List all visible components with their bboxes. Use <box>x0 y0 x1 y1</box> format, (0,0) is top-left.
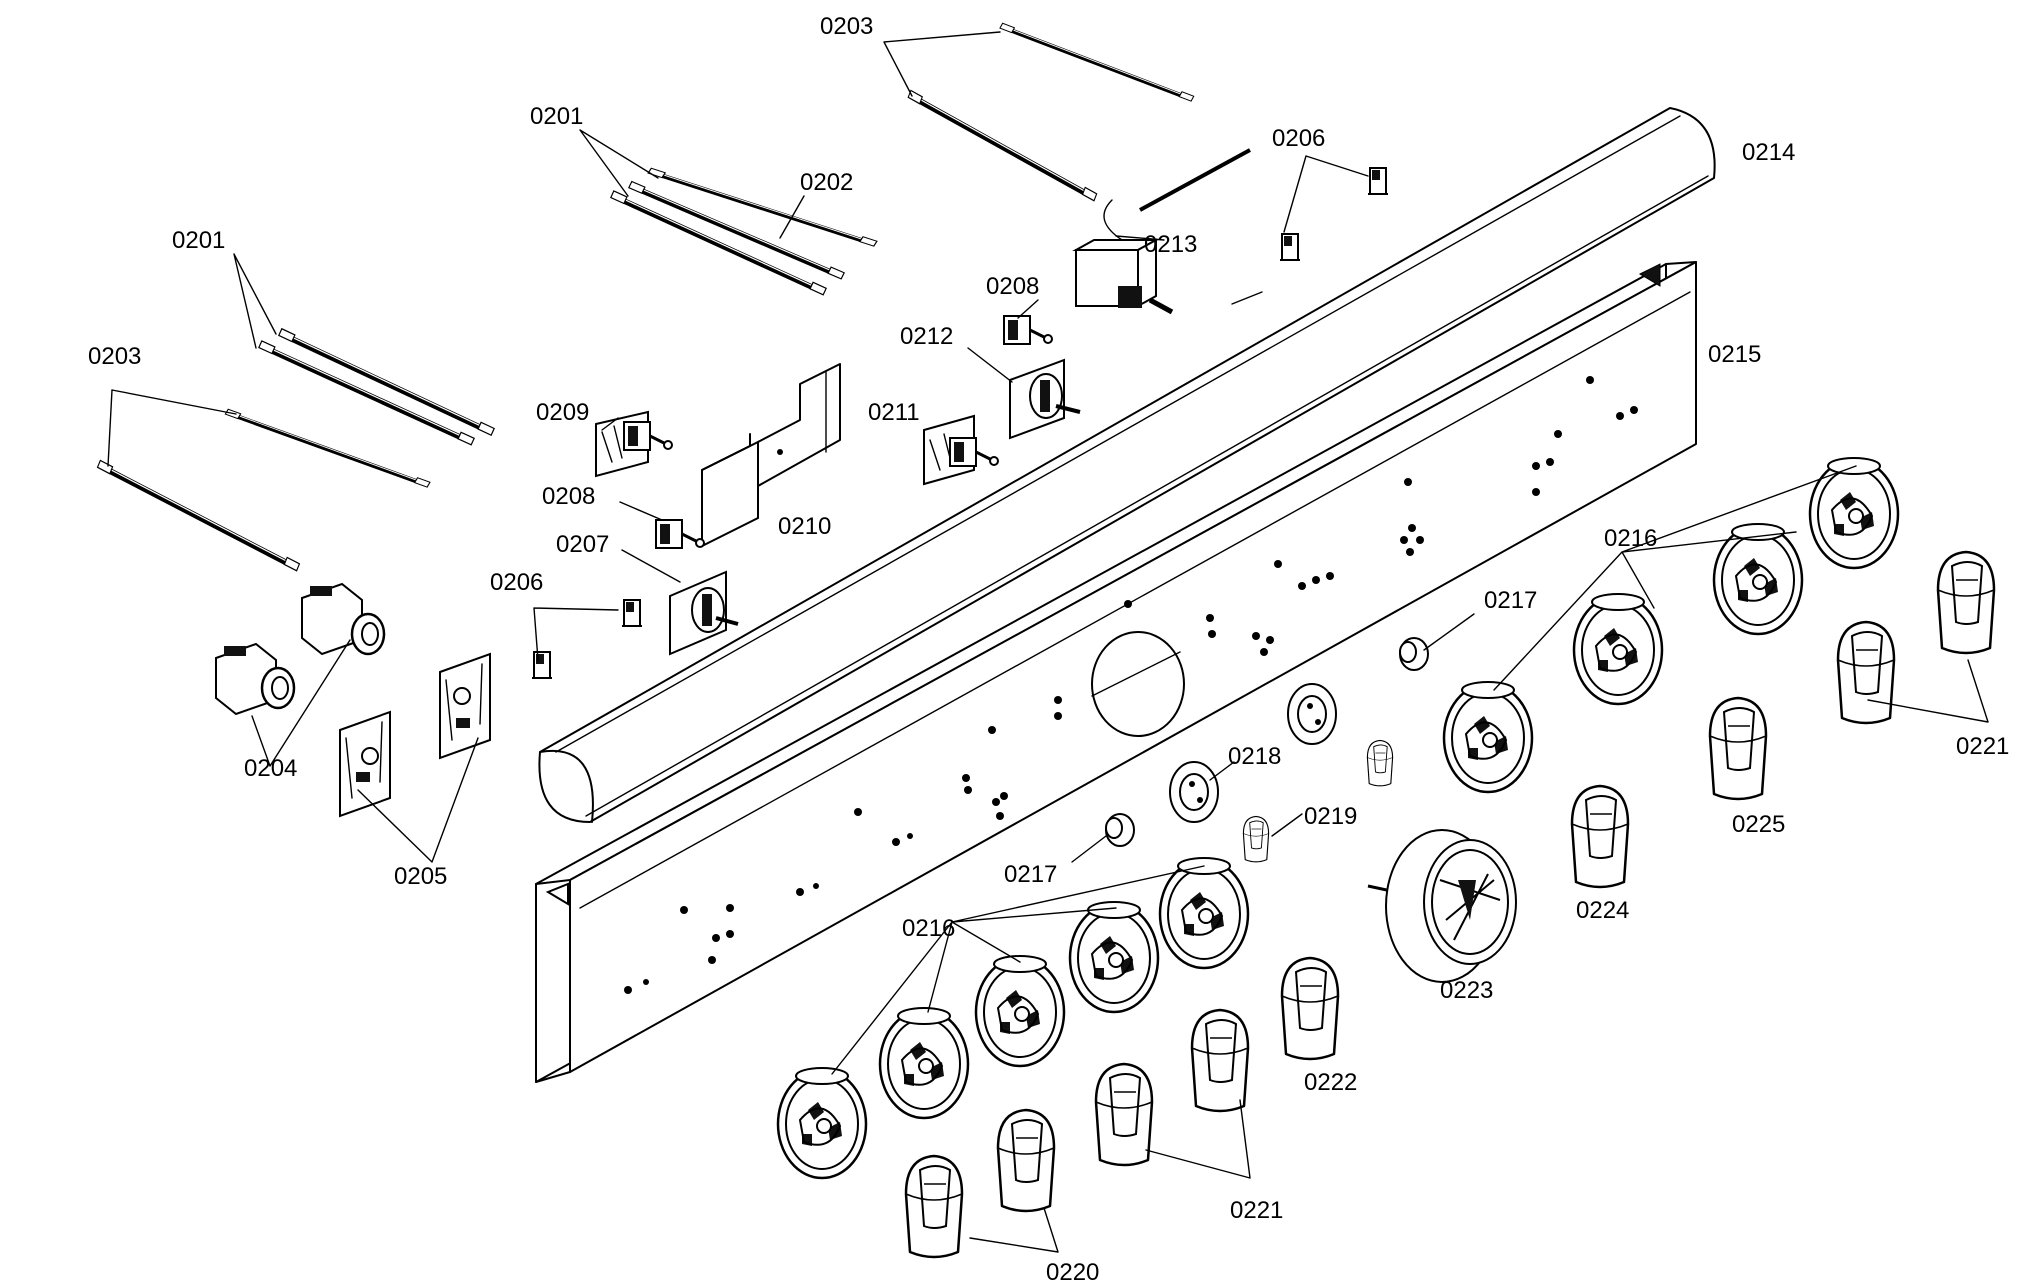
control-0212 <box>1009 358 1081 440</box>
knob-0224 <box>1570 784 1630 889</box>
bezel-0218-b <box>1169 761 1219 823</box>
knob-0221-lower-b <box>1094 1062 1154 1167</box>
label-0213: 0213 <box>1144 231 1197 258</box>
rod-0201-lower-b <box>259 341 474 445</box>
label-0201-left: 0201 <box>172 227 225 254</box>
trim-panel-0214 <box>538 107 1716 823</box>
rod-0203-lower-a <box>225 409 430 487</box>
label-0216-right: 0216 <box>1604 525 1657 552</box>
thermometer-0223 <box>1367 829 1517 983</box>
label-0210: 0210 <box>778 513 831 540</box>
rod-0201-upper-b <box>629 182 844 279</box>
label-0216-left: 0216 <box>902 915 955 942</box>
rod-0201-lower-a <box>279 329 494 435</box>
switch-0208-lower <box>654 518 706 550</box>
control-panel-0215 <box>535 261 1697 1083</box>
thermostat-0213 <box>1072 148 1251 315</box>
label-0223: 0223 <box>1440 977 1493 1004</box>
label-0221-right: 0221 <box>1956 733 2009 760</box>
label-0206-left: 0206 <box>490 569 543 596</box>
label-0211: 0211 <box>868 399 920 426</box>
label-0217-right: 0217 <box>1484 587 1537 614</box>
label-0208-top: 0208 <box>986 273 1039 300</box>
label-0218: 0218 <box>1228 743 1281 770</box>
bezel-0216-lower-2 <box>878 1006 970 1120</box>
label-0217-left: 0217 <box>1004 861 1057 888</box>
label-0205: 0205 <box>394 863 447 890</box>
control-board-0205-a <box>439 652 491 760</box>
label-0225: 0225 <box>1732 811 1785 838</box>
bezel-0216-lower-5 <box>1158 856 1250 970</box>
label-0220: 0220 <box>1046 1259 1099 1284</box>
label-0219: 0219 <box>1304 803 1357 830</box>
label-0209: 0209 <box>536 399 589 426</box>
part-labels: 0203 0201 0202 0201 0203 0206 0214 0213 … <box>88 13 2009 1284</box>
bezel-0216-upper-2 <box>1572 592 1664 706</box>
label-0201-top: 0201 <box>530 103 583 130</box>
label-0222: 0222 <box>1304 1069 1357 1096</box>
knob-0221-right-b <box>1836 620 1896 725</box>
label-0204: 0204 <box>244 755 297 782</box>
label-0224: 0224 <box>1576 897 1629 924</box>
label-0206-top: 0206 <box>1272 125 1325 152</box>
label-0208-left: 0208 <box>542 483 595 510</box>
bezel-0216-lower-1 <box>776 1066 868 1180</box>
switch-0209 <box>595 410 674 478</box>
bezel-0218-a <box>1287 683 1337 745</box>
knob-0221-lower-a <box>1190 1008 1250 1113</box>
clip-0206-lower-a <box>621 599 643 627</box>
plug-0217-left <box>1105 813 1135 847</box>
label-0212: 0212 <box>900 323 953 350</box>
valve-0204-a <box>301 582 386 656</box>
clip-0206-upper-a <box>1367 167 1389 195</box>
label-0203-left: 0203 <box>88 343 141 370</box>
label-0215: 0215 <box>1708 341 1761 368</box>
bracket-0210 <box>701 363 841 548</box>
plug-0217-right <box>1399 637 1429 671</box>
rod-0203-upper-b <box>908 90 1096 200</box>
label-0203-top: 0203 <box>820 13 873 40</box>
knob-0225 <box>1708 696 1768 801</box>
knob-0219-b <box>1242 815 1270 863</box>
control-board-0205-b <box>339 710 391 818</box>
leader-lines <box>107 31 1989 1253</box>
bezel-0216-lower-4 <box>1068 900 1160 1014</box>
bezel-0216-upper-1 <box>1442 680 1534 794</box>
bezel-0216-upper-4 <box>1808 456 1900 570</box>
control-0207 <box>669 570 739 656</box>
rod-0203-upper-a <box>1000 23 1194 101</box>
clip-0206-lower-b <box>531 651 553 679</box>
knob-0220-b <box>904 1154 964 1259</box>
valve-0204-b <box>215 642 296 716</box>
knob-0221-right-a <box>1936 550 1996 655</box>
bezel-0216-lower-3 <box>974 954 1066 1068</box>
knob-0219-a <box>1366 739 1394 787</box>
rod-0203-lower-b <box>98 460 300 570</box>
knob-0220-a <box>996 1108 1056 1213</box>
label-0207: 0207 <box>556 531 609 558</box>
knob-0222 <box>1280 956 1340 1061</box>
label-0221-bottom: 0221 <box>1230 1197 1283 1224</box>
clip-0206-upper-b <box>1279 233 1301 261</box>
switch-0211 <box>923 414 1000 486</box>
switch-0208-upper <box>1002 314 1054 346</box>
label-0202: 0202 <box>800 169 853 196</box>
rod-0202 <box>611 191 826 295</box>
label-0214: 0214 <box>1742 139 1795 166</box>
